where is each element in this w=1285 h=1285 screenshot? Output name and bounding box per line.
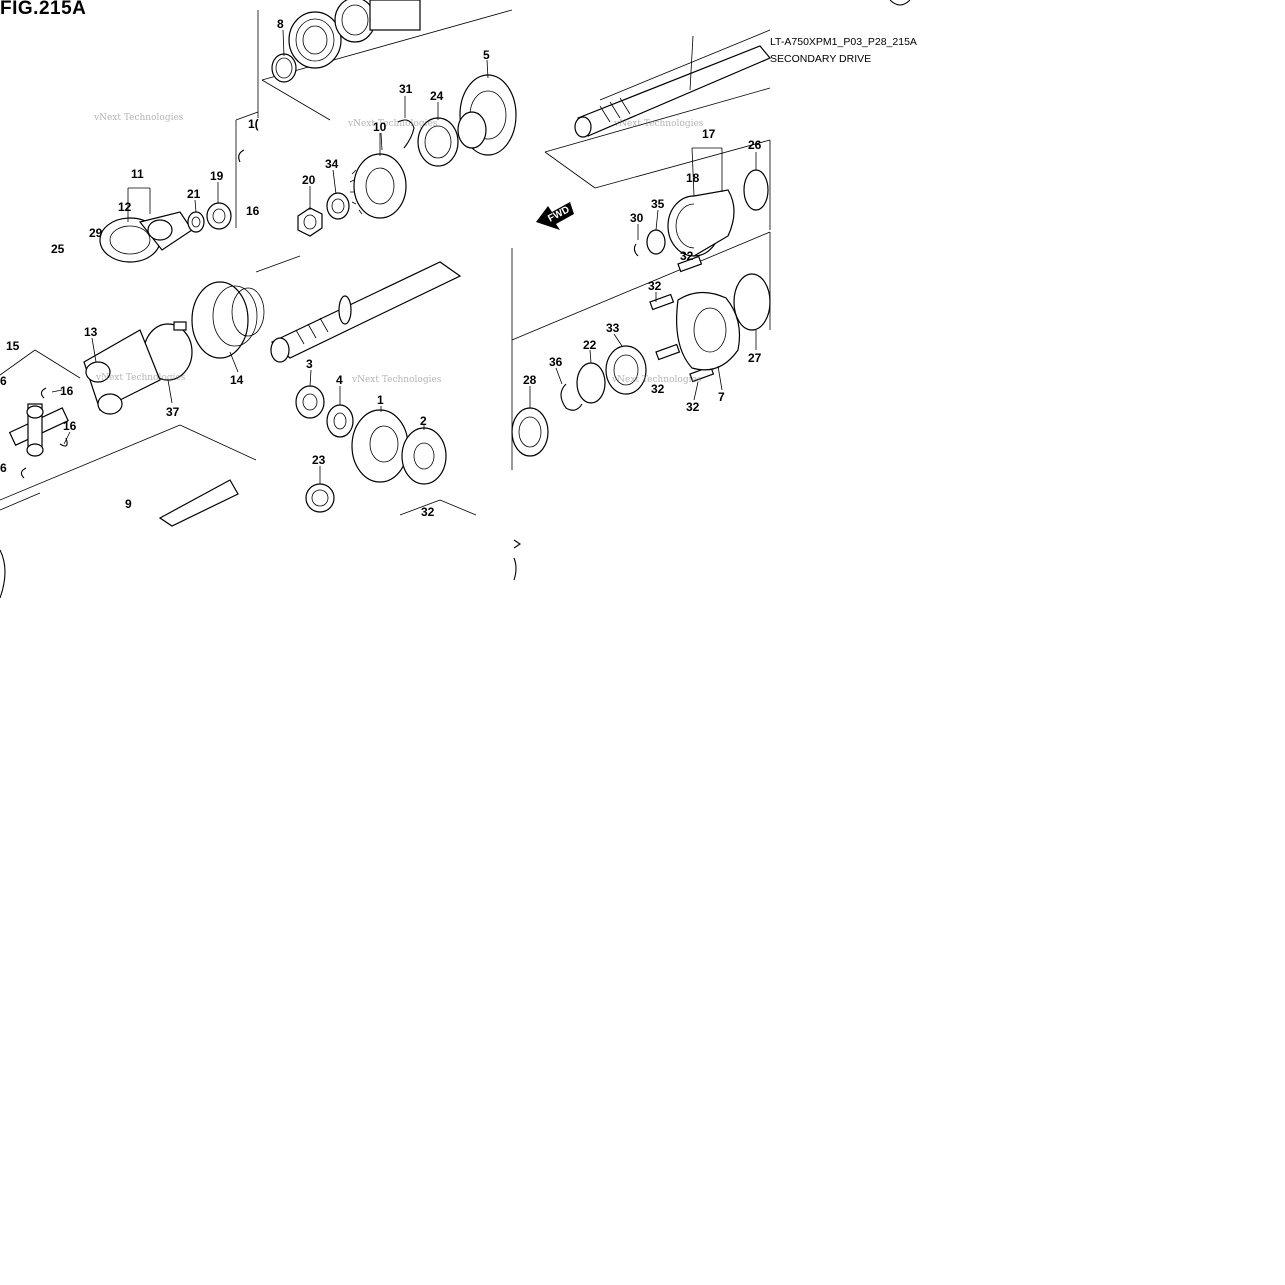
washer-34	[326, 192, 350, 220]
callout-28: 28	[523, 373, 537, 387]
callout-31: 31	[399, 82, 413, 96]
watermark: vNext Technologies	[611, 375, 702, 385]
callout-35: 35	[651, 197, 665, 211]
bevel-gear-1	[351, 409, 409, 483]
callout-29: 29	[89, 226, 103, 240]
callout-16-b: 16	[60, 384, 74, 398]
watermark: vNext Technologies	[613, 119, 704, 129]
callout-8: 8	[277, 17, 284, 31]
o-ring-26	[743, 169, 769, 211]
shaft-1	[270, 261, 462, 363]
leader-lines	[51, 29, 757, 484]
callout-14: 14	[230, 373, 244, 387]
callout-15: 15	[6, 339, 20, 353]
callout-17: 17	[702, 127, 716, 141]
callout-34: 34	[325, 157, 339, 171]
callout-23: 23	[312, 453, 326, 467]
nut-3	[295, 385, 325, 419]
callout-25: 25	[51, 242, 65, 256]
callout-6-c: 6	[0, 461, 7, 475]
washer-21	[187, 211, 205, 233]
cover-18	[667, 189, 735, 257]
callout-7: 7	[718, 390, 725, 404]
callout-32-c: 32	[651, 382, 665, 396]
bearing-23	[305, 483, 335, 513]
housing-7	[676, 291, 741, 371]
callout-6-b: 6	[0, 374, 7, 388]
callout-21: 21	[187, 187, 201, 201]
callout-32-a: 32	[680, 249, 694, 263]
partial-arcs	[0, 0, 911, 599]
callout-33: 33	[606, 321, 620, 335]
bearing-assembly-top	[271, 0, 421, 83]
gear-10	[349, 153, 407, 219]
watermark: vNext Technologies	[95, 373, 186, 383]
callout-32-d: 32	[686, 400, 700, 414]
callout-10: 10	[373, 120, 387, 134]
callout-1: 1	[377, 393, 384, 407]
callout-1-partial: 1(	[248, 117, 259, 131]
callout-3: 3	[306, 357, 313, 371]
model-code: LT-A750XPM1_P03_P28_215A	[770, 36, 917, 48]
callout-22: 22	[583, 338, 597, 352]
seal-28	[511, 407, 549, 457]
callout-19: 19	[210, 169, 224, 183]
callout-24: 24	[430, 89, 444, 103]
bearing-24	[417, 117, 459, 167]
spider-15	[8, 403, 69, 457]
watermarks: vNext Technologies vNext Technologies vN…	[93, 113, 704, 385]
boot-14	[191, 281, 265, 359]
ring-22	[576, 362, 606, 404]
watermark: vNext Technologies	[347, 119, 438, 129]
watermark: vNext Technologies	[351, 375, 442, 385]
callout-12: 12	[118, 200, 132, 214]
callout-2: 2	[420, 414, 427, 428]
callout-4: 4	[336, 373, 343, 387]
callout-20: 20	[302, 173, 316, 187]
panel-frames	[0, 9, 771, 516]
callout-36: 36	[549, 355, 563, 369]
circlip-30	[633, 243, 639, 257]
nut-20	[297, 207, 323, 237]
o-ring-27	[733, 273, 771, 331]
callout-5: 5	[483, 48, 490, 62]
circlip-16-top	[238, 149, 245, 163]
yoke-13	[83, 329, 161, 415]
bearing-33	[605, 345, 647, 395]
callout-numbers: 8 6 5 31 24 10 34 20 11 12 21 19 1( 16 2…	[0, 17, 762, 519]
callout-16-partial: 16	[246, 204, 260, 218]
callout-37: 37	[166, 405, 180, 419]
gear-5	[457, 74, 517, 156]
circlip-36	[560, 383, 583, 411]
nut-19	[206, 202, 232, 230]
callout-30: 30	[630, 211, 644, 225]
callout-13: 13	[84, 325, 98, 339]
watermark: vNext Technologies	[93, 113, 184, 123]
washer-4	[326, 404, 354, 438]
callout-18: 18	[686, 171, 700, 185]
shim-2	[401, 427, 447, 485]
flange-yoke-12	[99, 211, 193, 263]
callout-26: 26	[748, 138, 762, 152]
circlip-31	[397, 119, 415, 149]
fwd-arrow	[536, 202, 574, 230]
callout-27: 27	[748, 351, 762, 365]
callout-16-c: 16	[63, 419, 77, 433]
callout-32-e: 32	[421, 505, 435, 519]
callout-9: 9	[125, 497, 132, 511]
figure-title: FIG.215A	[0, 0, 87, 19]
shaft-9	[158, 479, 239, 527]
diagram-subtitle: SECONDARY DRIVE	[770, 53, 872, 65]
ring-35	[646, 229, 666, 255]
callout-11: 11	[131, 167, 144, 181]
bolts-32	[649, 255, 715, 383]
callout-32-b: 32	[648, 279, 662, 293]
shaft-6	[574, 45, 771, 138]
